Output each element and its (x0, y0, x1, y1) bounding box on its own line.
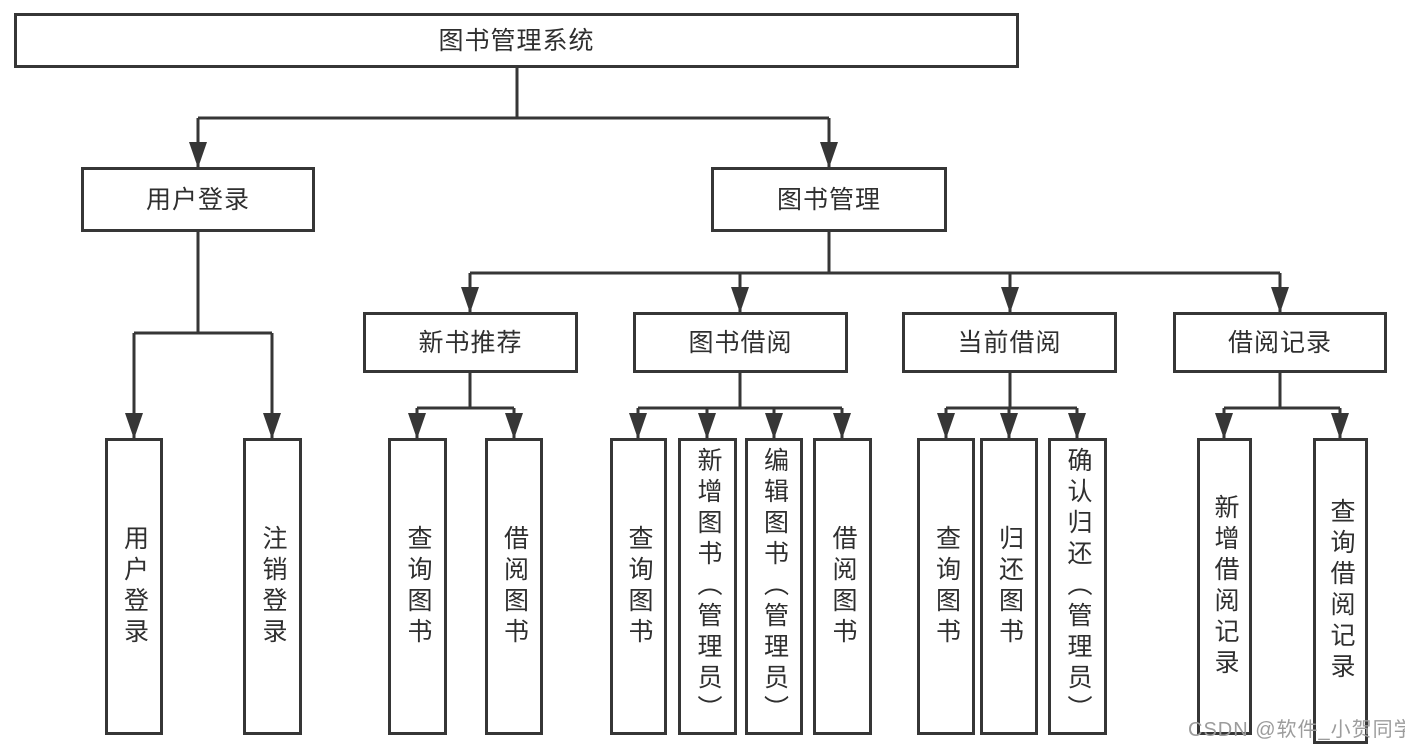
node-borrow-records-label: 借阅记录 (1227, 328, 1332, 357)
leaf-user-login-label: 用户登录 (120, 524, 149, 649)
node-new-book-recommend-label: 新书推荐 (418, 328, 523, 357)
leaf-add-books-admin: 新增图书（管理员） (678, 438, 737, 735)
leaf-confirm-return-admin: 确认归还（管理员） (1048, 438, 1107, 735)
node-current-borrow-label: 当前借阅 (957, 328, 1062, 357)
leaf-borrow-books-recommend: 借阅图书 (485, 438, 543, 735)
leaf-query-books-borrow-label: 查询图书 (625, 524, 653, 649)
leaf-user-login: 用户登录 (105, 438, 163, 735)
node-user-login-label: 用户登录 (145, 185, 250, 214)
leaf-query-borrow-record: 查询借阅记录 (1313, 438, 1368, 744)
node-current-borrow: 当前借阅 (902, 312, 1117, 373)
node-book-management-label: 图书管理 (776, 185, 881, 214)
leaf-query-books-recommend-label: 查询图书 (404, 524, 432, 649)
leaf-query-books-current: 查询图书 (917, 438, 975, 735)
leaf-logout-label: 注销登录 (259, 524, 287, 649)
leaf-add-borrow-record-label: 新增借阅记录 (1211, 493, 1239, 680)
node-book-borrow-label: 图书借阅 (688, 328, 793, 357)
node-book-borrow: 图书借阅 (633, 312, 848, 373)
node-root-label: 图书管理系统 (438, 26, 595, 55)
leaf-edit-books-admin: 编辑图书（管理员） (745, 438, 803, 735)
leaf-edit-books-admin-label: 编辑图书（管理员） (760, 447, 789, 726)
leaf-borrow-books-label: 借阅图书 (829, 524, 857, 649)
watermark: CSDN @软件_小贺同学 (1188, 713, 1405, 742)
node-user-login: 用户登录 (81, 167, 315, 232)
leaf-add-borrow-record: 新增借阅记录 (1197, 438, 1252, 735)
leaf-query-books-current-label: 查询图书 (932, 524, 961, 649)
node-new-book-recommend: 新书推荐 (363, 312, 578, 373)
node-borrow-records: 借阅记录 (1173, 312, 1387, 373)
leaf-return-books: 归还图书 (980, 438, 1038, 735)
leaf-borrow-books-recommend-label: 借阅图书 (500, 524, 529, 649)
leaf-query-books-recommend: 查询图书 (388, 438, 447, 735)
leaf-confirm-return-admin-label: 确认归还（管理员） (1064, 447, 1092, 726)
leaf-borrow-books: 借阅图书 (813, 438, 872, 735)
leaf-logout: 注销登录 (243, 438, 302, 735)
watermark-text: CSDN @软件_小贺同学 (1188, 719, 1405, 741)
leaf-return-books-label: 归还图书 (995, 524, 1024, 649)
node-book-management: 图书管理 (711, 167, 947, 232)
leaf-add-books-admin-label: 新增图书（管理员） (694, 447, 722, 726)
leaf-query-books-borrow: 查询图书 (610, 438, 667, 735)
leaf-query-borrow-record-label: 查询借阅记录 (1327, 498, 1355, 684)
node-root: 图书管理系统 (14, 13, 1019, 68)
